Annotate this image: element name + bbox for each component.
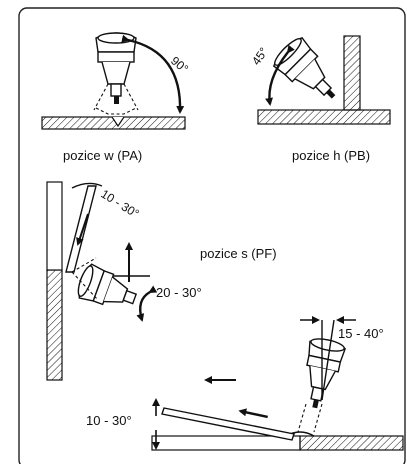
pa-label: pozice w (PA) <box>63 148 142 163</box>
pf-wall-lower <box>46 269 63 381</box>
bottom-angle-label: 10 - 30° <box>86 413 132 428</box>
figure-frame <box>18 7 406 464</box>
bottom-filler-rod <box>161 407 295 441</box>
pf-label: pozice s (PF) <box>200 246 277 261</box>
pb-label: pozice h (PB) <box>292 148 370 163</box>
pf-filler-rod <box>65 185 97 273</box>
pf-tilt-label: 10 - 30° <box>98 187 141 221</box>
pf-torch <box>77 263 138 306</box>
pa-angle-arc <box>121 34 185 114</box>
pb-diagram <box>257 35 391 125</box>
pf-wall-upper <box>46 181 63 271</box>
pf-diagram <box>46 181 158 381</box>
pb-angle-label: 45° <box>249 45 271 68</box>
pb-angle-arc <box>265 44 295 106</box>
bottom-tilt-label: 15 - 40° <box>338 326 384 341</box>
bottom-diagram <box>151 316 404 451</box>
pb-wall <box>343 35 361 111</box>
pa-diagram <box>41 32 186 130</box>
pb-floor <box>257 109 391 125</box>
pf-angle-label: 20 - 30° <box>156 285 202 300</box>
pa-angle-label: 90° <box>168 54 191 77</box>
bottom-plate-right <box>299 435 404 451</box>
bottom-plate-left <box>151 435 301 451</box>
pb-torch <box>272 36 336 99</box>
